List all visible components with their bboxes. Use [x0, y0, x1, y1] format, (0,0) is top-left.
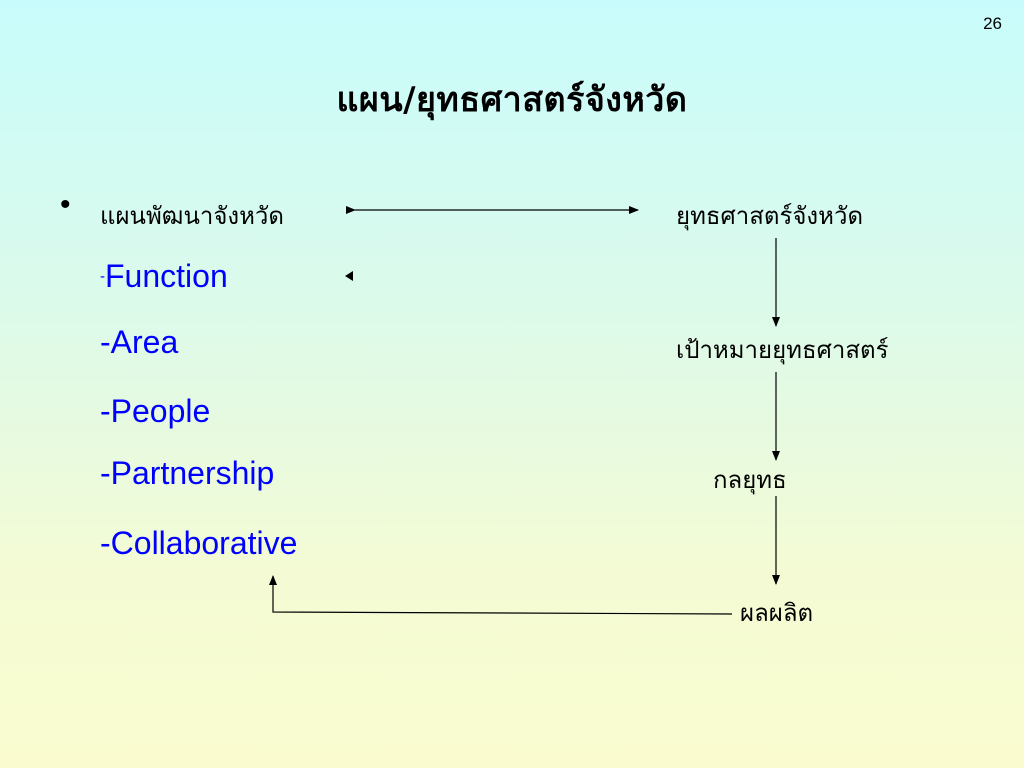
item-area: -Area: [100, 324, 179, 360]
item-partnership: -Partnership: [100, 455, 275, 491]
item-function: -Function: [100, 258, 228, 295]
slide-title: แผน/ยุทธศาสตร์จังหวัด: [336, 80, 688, 120]
step-strategy: ยุทธศาสตร์จังหวัด: [676, 202, 864, 230]
item-collaborative: -Collaborative: [100, 525, 298, 561]
item-function-text: Function: [105, 258, 228, 294]
item-function-dash: -: [100, 268, 105, 285]
arrowhead-function-icon: [345, 271, 353, 281]
item-people: -People: [100, 393, 211, 429]
arrow-output-to-collaborative: [269, 575, 733, 615]
page-number: 26: [983, 14, 1002, 33]
step-tactic: กลยุทธ: [713, 466, 787, 494]
bullet-icon: •: [60, 188, 71, 221]
left-heading: แผนพัฒนาจังหวัด: [100, 202, 284, 230]
step-output: ผลผลิต: [740, 599, 814, 627]
step-strategic-goal: เป้าหมายยุทธศาสตร์: [676, 336, 889, 364]
